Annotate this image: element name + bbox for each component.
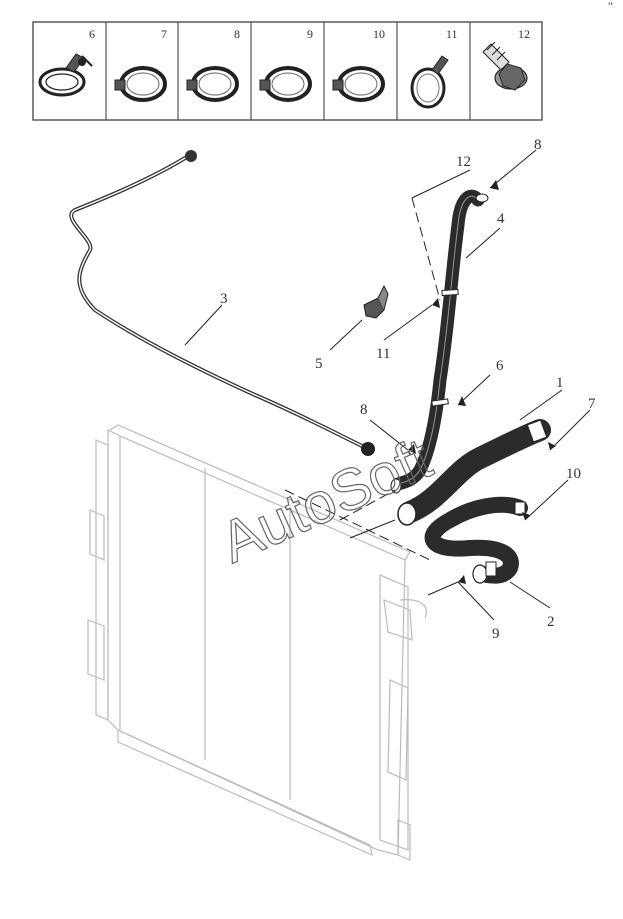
callout-6: 6	[496, 358, 504, 374]
dashed-guides	[284, 197, 441, 561]
part-number: 7	[161, 27, 167, 41]
callout-8: 8	[534, 137, 542, 153]
leader-lines	[184, 149, 591, 621]
callout-9: 9	[492, 626, 500, 642]
worm-clamp-icon	[332, 66, 385, 102]
corner-mark: ″	[608, 0, 613, 13]
part-number: 12	[518, 27, 530, 41]
callout-10: 10	[566, 466, 581, 482]
hose-clamps	[431, 288, 497, 577]
hose-4	[390, 189, 489, 494]
pipe-3	[69, 150, 375, 456]
bracket-5	[363, 284, 389, 319]
callout-5: 5	[315, 356, 323, 372]
band-clamp-icon	[38, 53, 93, 97]
worm-clamp-icon	[114, 66, 167, 102]
spring-clamp-icon	[410, 55, 449, 109]
part-number: 11	[446, 27, 458, 41]
callout-3: 3	[220, 291, 228, 307]
worm-clamp-icon	[186, 66, 239, 102]
part-number: 6	[89, 27, 95, 41]
parts-strip	[32, 21, 543, 121]
arrowheads	[408, 180, 556, 584]
callout-7: 7	[588, 396, 596, 412]
callout-2: 2	[547, 614, 555, 630]
part-number: 8	[234, 27, 240, 41]
callout-8: 8	[360, 402, 368, 418]
part-number: 10	[373, 27, 385, 41]
callout-11: 11	[376, 346, 390, 362]
radiator	[87, 424, 427, 861]
watermark: AutoSoft	[211, 426, 441, 576]
worm-clamp-icon	[259, 66, 312, 102]
callout-4: 4	[497, 211, 505, 227]
callout-12: 12	[456, 154, 471, 170]
part-number: 9	[307, 27, 313, 41]
callout-1: 1	[556, 375, 564, 391]
hose-1	[397, 419, 551, 526]
hose-2	[424, 496, 528, 584]
flange-bolt-icon	[482, 41, 528, 91]
